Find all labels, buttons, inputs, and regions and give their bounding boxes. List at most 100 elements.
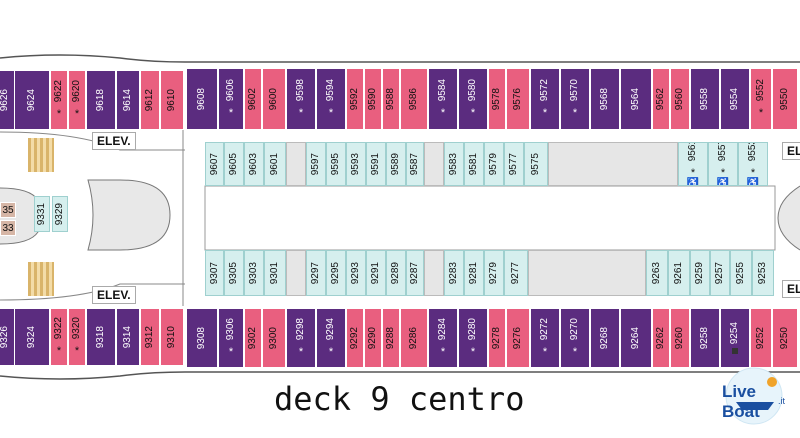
cabin-9289[interactable]: 9289 (386, 250, 406, 296)
cabin-9307[interactable]: 9307 (205, 250, 224, 296)
cabin-9584[interactable]: 9584* (428, 68, 458, 130)
cabin-9324[interactable]: 9324 (14, 308, 50, 366)
cabin-9276[interactable]: 9276 (506, 308, 530, 368)
cabin-9568[interactable]: 9568 (590, 68, 620, 130)
cabin-9272[interactable]: 9272* (530, 308, 560, 368)
cabin-9553[interactable]: 9553*♿ (738, 142, 768, 186)
cabin-9579[interactable]: 9579 (484, 142, 504, 186)
cabin-9302[interactable]: 9302 (244, 308, 262, 368)
cabin-9554[interactable]: 9554 (720, 68, 750, 130)
cabin-9322[interactable]: 9322* (50, 308, 68, 366)
cabin-9259[interactable]: 9259 (690, 250, 710, 296)
cabin-9595[interactable]: 9595 (326, 142, 346, 186)
cabin-9561[interactable]: 9561*♿ (678, 142, 708, 186)
cabin-9624[interactable]: 9624 (14, 70, 50, 130)
cabin-9268[interactable]: 9268 (590, 308, 620, 368)
cabin-9589[interactable]: 9589 (386, 142, 406, 186)
cabin-9252[interactable]: 9252 (750, 308, 772, 368)
cabin-9606[interactable]: 9606* (218, 68, 244, 130)
cabin-9335[interactable]: 35 (0, 202, 16, 218)
cabin-9620[interactable]: 9620* (68, 70, 86, 130)
cabin-9287[interactable]: 9287 (406, 250, 424, 296)
cabin-9293[interactable]: 9293 (346, 250, 366, 296)
cabin-9303[interactable]: 9303 (244, 250, 264, 296)
cabin-9607[interactable]: 9607 (205, 142, 224, 186)
cabin-9575[interactable]: 9575 (524, 142, 548, 186)
cabin-9603[interactable]: 9603 (244, 142, 264, 186)
cabin-9278[interactable]: 9278 (488, 308, 506, 368)
cabin-9286[interactable]: 9286 (400, 308, 428, 368)
cabin-9581[interactable]: 9581 (464, 142, 484, 186)
cabin-9592[interactable]: 9592 (346, 68, 364, 130)
cabin-9562[interactable]: 9562 (652, 68, 670, 130)
cabin-9257[interactable]: 9257 (710, 250, 730, 296)
cabin-9294[interactable]: 9294* (316, 308, 346, 368)
cabin-9260[interactable]: 9260 (670, 308, 690, 368)
cabin-9283[interactable]: 9283 (444, 250, 464, 296)
cabin-9320[interactable]: 9320* (68, 308, 86, 366)
cabin-9277[interactable]: 9277 (504, 250, 528, 296)
cabin-9576[interactable]: 9576 (506, 68, 530, 130)
cabin-9310[interactable]: 9310 (160, 308, 184, 366)
cabin-9298[interactable]: 9298* (286, 308, 316, 368)
cabin-9622[interactable]: 9622* (50, 70, 68, 130)
cabin-9588[interactable]: 9588 (382, 68, 400, 130)
cabin-9314[interactable]: 9314 (116, 308, 140, 366)
cabin-9570[interactable]: 9570* (560, 68, 590, 130)
cabin-9281[interactable]: 9281 (464, 250, 484, 296)
cabin-9300[interactable]: 9300 (262, 308, 286, 368)
cabin-9577[interactable]: 9577 (504, 142, 524, 186)
cabin-9591[interactable]: 9591 (366, 142, 386, 186)
cabin-9594[interactable]: 9594* (316, 68, 346, 130)
cabin-9279[interactable]: 9279 (484, 250, 504, 296)
cabin-9597[interactable]: 9597 (306, 142, 326, 186)
cabin-9263[interactable]: 9263 (646, 250, 668, 296)
cabin-9586[interactable]: 9586 (400, 68, 428, 130)
cabin-9557[interactable]: 9557*♿ (708, 142, 738, 186)
cabin-9578[interactable]: 9578 (488, 68, 506, 130)
cabin-9250[interactable]: 9250 (772, 308, 798, 368)
cabin-9292[interactable]: 9292 (346, 308, 364, 368)
cabin-9318[interactable]: 9318 (86, 308, 116, 366)
cabin-9291[interactable]: 9291 (366, 250, 386, 296)
cabin-9305[interactable]: 9305 (224, 250, 244, 296)
cabin-9590[interactable]: 9590 (364, 68, 382, 130)
cabin-9288[interactable]: 9288 (382, 308, 400, 368)
cabin-9564[interactable]: 9564 (620, 68, 652, 130)
cabin-9306[interactable]: 9306* (218, 308, 244, 368)
cabin-9558[interactable]: 9558 (690, 68, 720, 130)
cabin-9264[interactable]: 9264 (620, 308, 652, 368)
cabin-9255[interactable]: 9255 (730, 250, 752, 296)
cabin-9580[interactable]: 9580* (458, 68, 488, 130)
cabin-9598[interactable]: 9598* (286, 68, 316, 130)
cabin-9552[interactable]: 9552* (750, 68, 772, 130)
cabin-9593[interactable]: 9593 (346, 142, 366, 186)
cabin-9333[interactable]: 33 (0, 220, 16, 236)
cabin-9261[interactable]: 9261 (668, 250, 690, 296)
cabin-9284[interactable]: 9284* (428, 308, 458, 368)
cabin-9600[interactable]: 9600 (262, 68, 286, 130)
cabin-9312[interactable]: 9312 (140, 308, 160, 366)
cabin-9297[interactable]: 9297 (306, 250, 326, 296)
cabin-9253[interactable]: 9253 (752, 250, 774, 296)
cabin-9605[interactable]: 9605 (224, 142, 244, 186)
cabin-9601[interactable]: 9601 (264, 142, 286, 186)
cabin-9618[interactable]: 9618 (86, 70, 116, 130)
cabin-9602[interactable]: 9602 (244, 68, 262, 130)
cabin-9258[interactable]: 9258 (690, 308, 720, 368)
cabin-9608[interactable]: 9608 (186, 68, 218, 130)
cabin-9610[interactable]: 9610 (160, 70, 184, 130)
cabin-9308[interactable]: 9308 (186, 308, 218, 368)
cabin-9331[interactable]: 9331 (34, 196, 50, 232)
cabin-9262[interactable]: 9262 (652, 308, 670, 368)
cabin-9583[interactable]: 9583 (444, 142, 464, 186)
cabin-9550[interactable]: 9550 (772, 68, 798, 130)
cabin-9280[interactable]: 9280* (458, 308, 488, 368)
cabin-9254[interactable]: 9254 (720, 308, 750, 368)
cabin-9295[interactable]: 9295 (326, 250, 346, 296)
cabin-9329[interactable]: 9329 (52, 196, 68, 232)
cabin-9612[interactable]: 9612 (140, 70, 160, 130)
cabin-9587[interactable]: 9587 (406, 142, 424, 186)
cabin-9560[interactable]: 9560 (670, 68, 690, 130)
cabin-9270[interactable]: 9270* (560, 308, 590, 368)
